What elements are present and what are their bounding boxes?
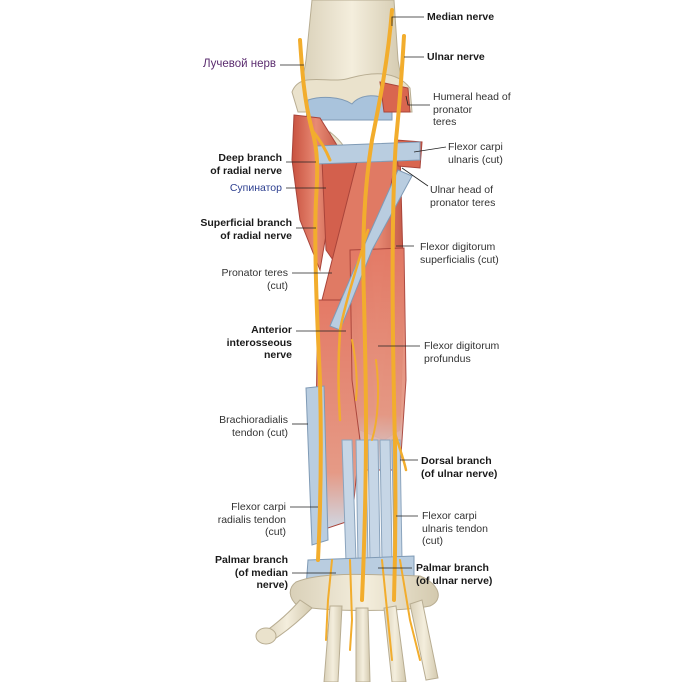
label-deep-branch-line: of radial nerve xyxy=(210,164,282,177)
label-fcu-cut-line: ulnaris (cut) xyxy=(448,153,503,166)
label-palmar-ulnar: Palmar branch(of ulnar nerve) xyxy=(416,562,492,587)
label-fcu-tendon-line: (cut) xyxy=(422,535,443,547)
label-pronator-teres: Pronator teres(cut) xyxy=(170,267,288,292)
label-fdp-line: profundus xyxy=(424,352,471,365)
dorsal-branch-ulnar xyxy=(392,428,408,472)
label-dorsal-branch-line: (of ulnar nerve) xyxy=(421,467,498,480)
label-fcr-tendon-line: (cut) xyxy=(265,526,286,538)
pronator-teres-humeral xyxy=(379,81,411,113)
brachioradialis-tendon xyxy=(305,385,329,546)
label-brachioradialis-line: tendon (cut) xyxy=(231,426,288,439)
nerves xyxy=(298,8,421,661)
label-anterior-interosseous-line: interosseous xyxy=(226,336,292,349)
label-fcr-tendon-line: Flexor carpi xyxy=(231,501,286,513)
label-anterior-interosseous-line: Anterior xyxy=(251,324,292,336)
label-deep-branch-line: Deep branch xyxy=(218,152,282,164)
label-fcu-tendon-line: Flexor carpi xyxy=(422,510,477,522)
label-anterior-interosseous-line: nerve xyxy=(263,349,292,361)
label-pronator-teres-line: Pronator teres xyxy=(221,267,288,279)
radial-nerve xyxy=(298,38,323,562)
thumb-joint xyxy=(255,627,277,645)
label-fds-line: Flexor digitorum xyxy=(420,241,496,253)
label-median-nerve-line: Median nerve xyxy=(427,11,495,23)
label-superficial-branch-line: of radial nerve xyxy=(220,229,292,242)
label-palmar-median-line: nerve) xyxy=(256,579,288,591)
label-humeral-head-line: teres xyxy=(433,116,457,128)
label-ulnar-head-line: pronator teres xyxy=(430,196,496,209)
label-fcu-cut-line: Flexor carpi xyxy=(448,141,503,153)
label-humeral-head-line: Humeral head of xyxy=(433,91,511,103)
anterior-interosseous xyxy=(337,228,370,422)
label-pronator-teres-line: (cut) xyxy=(267,279,288,292)
label-fds-line: superficialis (cut) xyxy=(420,253,499,266)
deep-branch-radial xyxy=(310,128,332,162)
label-fcr-tendon-line: radialis tendon xyxy=(217,513,286,526)
label-supinator-ru-line: Супинатор xyxy=(229,182,282,194)
label-supinator-ru: Супинатор xyxy=(180,182,282,195)
label-palmar-median-line: (of median xyxy=(234,566,288,579)
label-palmar-ulnar-line: (of ulnar nerve) xyxy=(416,574,493,587)
label-palmar-median-line: Palmar branch xyxy=(215,554,288,566)
label-median-nerve: Median nerve xyxy=(427,11,494,24)
label-humeral-head-line: pronator xyxy=(433,103,473,116)
label-fcu-tendon-line: ulnaris tendon xyxy=(422,522,488,535)
median-nerve xyxy=(360,8,394,602)
label-radial-nerve-ru-line: Лучевой нерв xyxy=(202,58,276,70)
label-ulnar-nerve-line: Ulnar nerve xyxy=(427,51,485,63)
label-palmar-ulnar-line: Palmar branch xyxy=(416,562,489,574)
flexor-tendons xyxy=(341,439,403,563)
label-dorsal-branch: Dorsal branch(of ulnar nerve) xyxy=(421,455,497,480)
label-ulnar-head-line: Ulnar head of xyxy=(430,184,494,196)
label-dorsal-branch-line: Dorsal branch xyxy=(421,455,492,467)
label-radial-nerve-ru: Лучевой нерв xyxy=(180,58,276,71)
label-ulnar-nerve: Ulnar nerve xyxy=(427,51,485,64)
label-fdp-line: Flexor digitorum xyxy=(424,340,500,352)
ulnar-nerve xyxy=(390,34,406,602)
leader-lines xyxy=(280,16,447,574)
label-superficial-branch-line: Superficial branch xyxy=(200,217,292,229)
label-brachioradialis-line: Brachioradialis xyxy=(219,414,288,426)
